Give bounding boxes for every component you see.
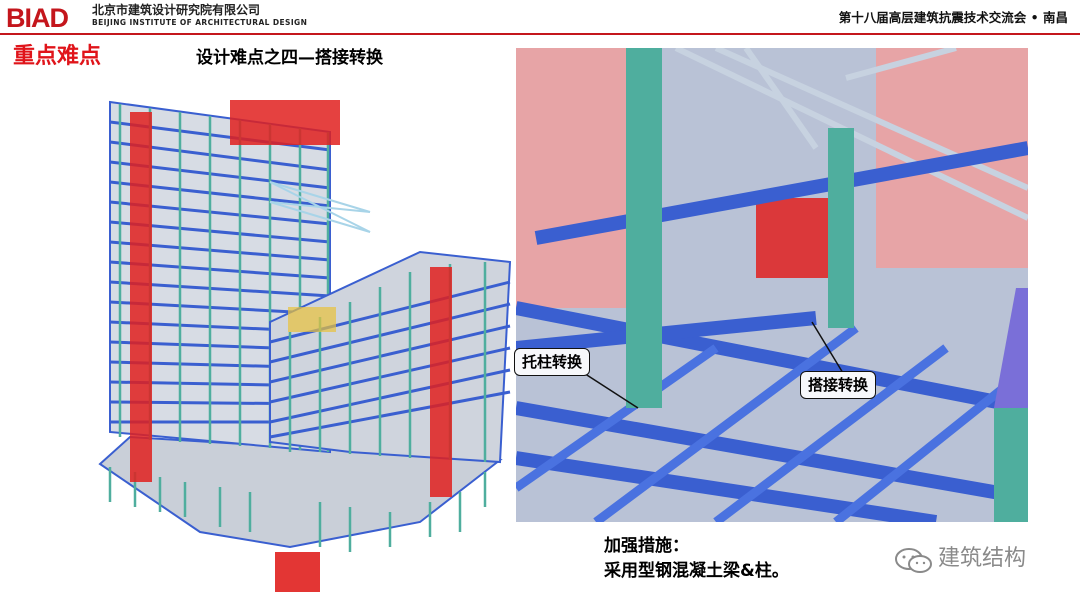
org-name-en: BEIJING INSTITUTE OF ARCHITECTURAL DESIG… [92, 18, 308, 27]
background-wall-1 [516, 48, 646, 308]
transfer-column [626, 48, 662, 408]
transfer-zone-highlight [288, 307, 336, 332]
slide-header: BIAD 北京市建筑设计研究院有限公司 BEIJING INSTITUTE OF… [0, 0, 1080, 36]
wechat-icon [895, 548, 932, 573]
biad-logo: BIAD [6, 3, 69, 33]
transfer-detail-view [516, 48, 1028, 522]
conference-title: 第十八届高层建筑抗震技术交流会 • 南昌 [838, 10, 1068, 25]
overlap-column [828, 128, 854, 328]
callout-pointer-overlap [811, 321, 847, 379]
callout-column-transfer: 托柱转换 [514, 348, 591, 376]
base-red-column [275, 552, 320, 592]
caption-heading: 加强措施： [604, 536, 689, 556]
diagonal-brace [994, 288, 1028, 408]
corner-column [994, 408, 1028, 522]
caption-measure: 采用型钢混凝土梁&柱。 [604, 561, 789, 581]
building-structure-model [98, 100, 512, 592]
core-wall-left [130, 112, 152, 482]
slide-subtitle: 设计难点之四—搭接转换 [196, 48, 383, 68]
org-name-cn: 北京市建筑设计研究院有限公司 [92, 3, 261, 17]
watermark-text: 建筑结构 [938, 546, 1027, 571]
core-wall-top [230, 100, 340, 145]
header-divider [0, 33, 1080, 35]
section-title: 重点难点 [13, 44, 102, 69]
core-wall-right [430, 267, 452, 497]
callout-overlap-transfer: 搭接转换 [800, 371, 877, 399]
